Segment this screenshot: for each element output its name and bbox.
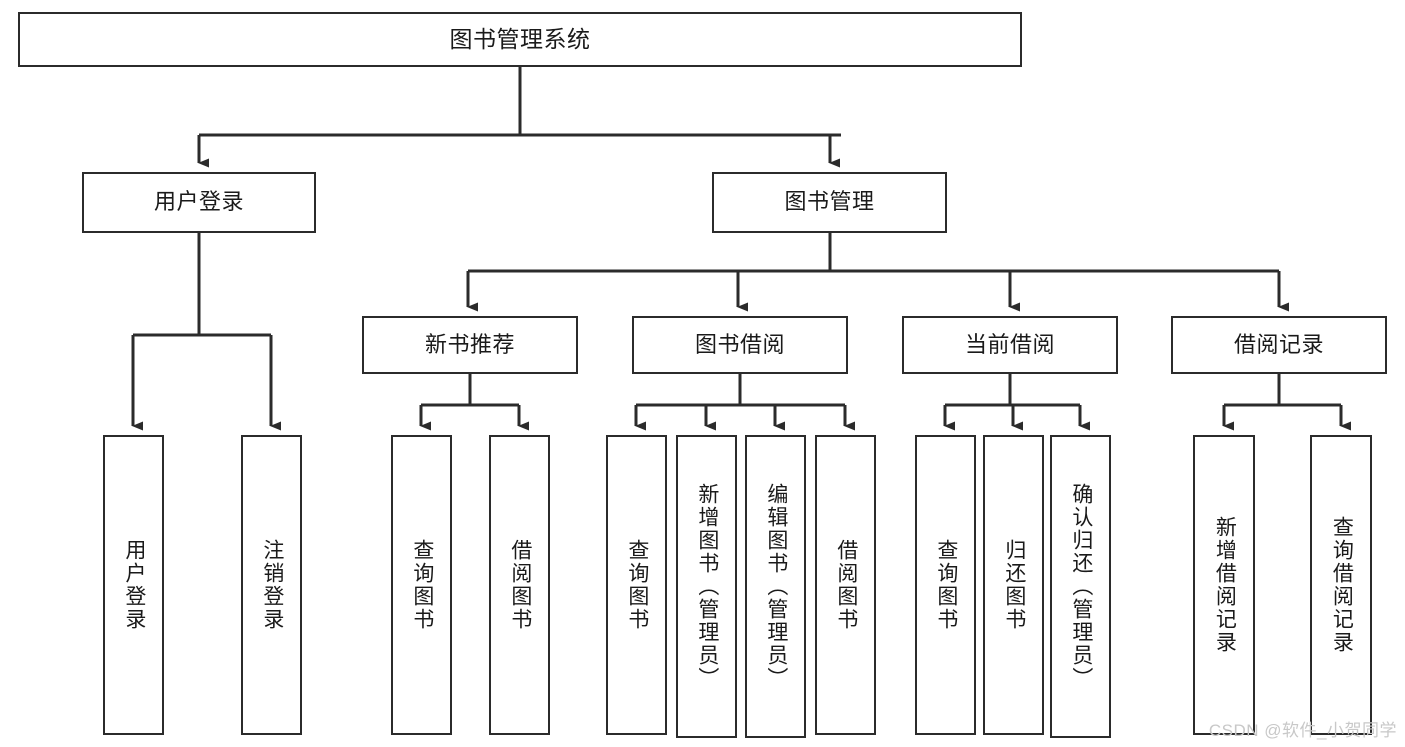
node-borrow-record[interactable]: 借阅记录 xyxy=(1171,316,1387,374)
node-book-manage[interactable]: 图书管理 xyxy=(712,172,947,233)
node-leaf-edit-book[interactable]: 编辑图书（管理员） xyxy=(745,435,806,738)
node-leaf-user-login[interactable]: 用户登录 xyxy=(103,435,164,735)
node-leaf-user-login-label: 用户登录 xyxy=(122,539,146,631)
node-leaf-query-book-3-label: 查询图书 xyxy=(934,539,958,631)
node-leaf-add-record[interactable]: 新增借阅记录 xyxy=(1193,435,1255,735)
node-leaf-borrow-book-1-label: 借阅图书 xyxy=(508,539,532,631)
node-current-borrow[interactable]: 当前借阅 xyxy=(902,316,1118,374)
node-leaf-return-book[interactable]: 归还图书 xyxy=(983,435,1044,735)
node-leaf-add-book-label: 新增图书（管理员） xyxy=(695,483,719,690)
node-leaf-query-book-1[interactable]: 查询图书 xyxy=(391,435,452,735)
node-new-book-recommend-label: 新书推荐 xyxy=(424,331,515,357)
node-leaf-confirm-return-label: 确认归还（管理员） xyxy=(1069,483,1093,690)
node-leaf-user-logout[interactable]: 注销登录 xyxy=(241,435,302,735)
node-book-manage-label: 图书管理 xyxy=(784,189,875,215)
node-book-borrow-label: 图书借阅 xyxy=(694,331,785,357)
node-leaf-borrow-book-2-label: 借阅图书 xyxy=(834,539,858,631)
node-leaf-query-book-3[interactable]: 查询图书 xyxy=(915,435,976,735)
node-user-login[interactable]: 用户登录 xyxy=(82,172,316,233)
node-root-label: 图书管理系统 xyxy=(449,25,591,52)
node-leaf-query-record[interactable]: 查询借阅记录 xyxy=(1310,435,1372,735)
node-book-borrow[interactable]: 图书借阅 xyxy=(632,316,848,374)
node-leaf-query-record-label: 查询借阅记录 xyxy=(1330,516,1354,654)
node-borrow-record-label: 借阅记录 xyxy=(1233,331,1324,357)
node-leaf-user-logout-label: 注销登录 xyxy=(260,539,284,631)
node-leaf-edit-book-label: 编辑图书（管理员） xyxy=(764,483,788,690)
node-leaf-borrow-book-2[interactable]: 借阅图书 xyxy=(815,435,876,735)
node-leaf-borrow-book-1[interactable]: 借阅图书 xyxy=(489,435,550,735)
node-root-library-system[interactable]: 图书管理系统 xyxy=(18,12,1022,67)
node-leaf-query-book-2-label: 查询图书 xyxy=(625,539,649,631)
node-user-login-label: 用户登录 xyxy=(153,189,244,215)
node-leaf-return-book-label: 归还图书 xyxy=(1002,539,1026,631)
node-leaf-add-record-label: 新增借阅记录 xyxy=(1213,516,1237,654)
node-leaf-query-book-2[interactable]: 查询图书 xyxy=(606,435,667,735)
node-leaf-query-book-1-label: 查询图书 xyxy=(410,539,434,631)
node-current-borrow-label: 当前借阅 xyxy=(964,331,1055,357)
node-leaf-confirm-return[interactable]: 确认归还（管理员） xyxy=(1050,435,1111,738)
node-leaf-add-book[interactable]: 新增图书（管理员） xyxy=(676,435,737,738)
node-new-book-recommend[interactable]: 新书推荐 xyxy=(362,316,578,374)
